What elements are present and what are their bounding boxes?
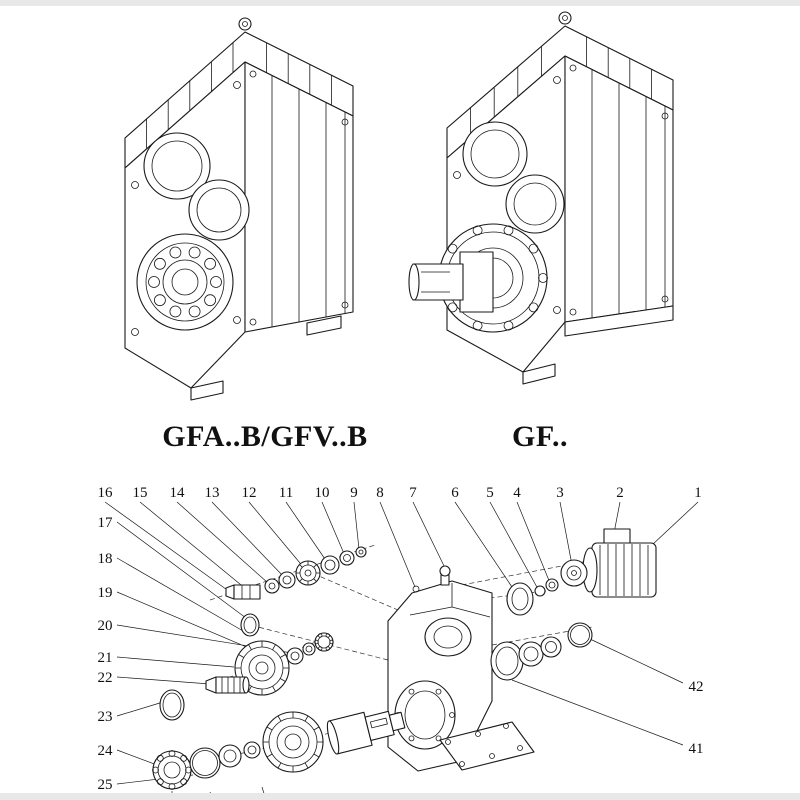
callout-number: 14 xyxy=(170,485,186,501)
lifting-eye xyxy=(238,17,252,31)
front-face-bolts xyxy=(453,76,561,314)
lifting-eye xyxy=(558,11,572,25)
callout-number: 25 xyxy=(98,777,113,793)
exploded-parts-view: 16 15 14 13 12 11 10 9 8 7 6 5 4 3 2 1 1… xyxy=(0,465,800,800)
gear-housing xyxy=(387,580,493,772)
callout-number: 12 xyxy=(242,485,257,501)
output-shaft xyxy=(408,251,494,313)
callout-number: 24 xyxy=(98,743,114,759)
callout-number: 42 xyxy=(689,679,704,695)
output-shaft xyxy=(326,710,406,755)
callout-number: 17 xyxy=(98,515,114,531)
model-label-gf: GF.. xyxy=(512,420,568,453)
input-shaft-parts xyxy=(225,546,367,600)
output-shaft-cluster xyxy=(152,710,406,790)
callout-number: 18 xyxy=(98,551,113,567)
exploded-view-lineart: 16 15 14 13 12 11 10 9 8 7 6 5 4 3 2 1 1… xyxy=(98,485,704,800)
callout-number: 3 xyxy=(556,485,564,501)
callout-number: 19 xyxy=(98,585,113,601)
callout-number: 13 xyxy=(205,485,220,501)
base-and-feet xyxy=(522,305,674,385)
callout-number: 22 xyxy=(98,670,113,686)
output-roller-bearing xyxy=(136,233,234,331)
vent-plug xyxy=(439,565,451,586)
page-edge-top xyxy=(0,0,800,6)
gearbox-gfab-lineart xyxy=(124,17,354,401)
callout-number: 6 xyxy=(451,485,459,501)
gearbox-drawing-gfab xyxy=(95,0,395,410)
callout-number: 15 xyxy=(133,485,148,501)
page-edge-bottom xyxy=(0,793,800,800)
callout-number: 1 xyxy=(694,485,702,501)
callout-number: 20 xyxy=(98,618,113,634)
callout-number: 8 xyxy=(376,485,384,501)
callout-number: 11 xyxy=(279,485,293,501)
intermediate-gear-cluster xyxy=(159,613,334,721)
cover-plate xyxy=(439,721,535,771)
part-callouts: 16 15 14 13 12 11 10 9 8 7 6 5 4 3 2 1 1… xyxy=(98,485,704,793)
callout-number: 4 xyxy=(513,485,521,501)
gear-inspection-bosses xyxy=(462,121,565,234)
model-label-gfab: GFA..B/GFV..B xyxy=(162,420,368,453)
callout-number: 7 xyxy=(409,485,417,501)
callout-number: 21 xyxy=(98,650,113,666)
callout-number: 16 xyxy=(98,485,114,501)
callout-number: 23 xyxy=(98,709,113,725)
gear-inspection-bosses xyxy=(143,132,250,241)
callout-number: 41 xyxy=(689,741,704,757)
callout-number: 9 xyxy=(350,485,358,501)
housing-side-face xyxy=(564,55,674,323)
callout-number: 2 xyxy=(616,485,624,501)
front-face-bolts xyxy=(131,81,241,336)
bearing-rings-and-seals xyxy=(490,622,593,681)
motor-adapter-parts xyxy=(506,578,559,616)
callout-number: 10 xyxy=(315,485,330,501)
motor xyxy=(560,528,657,598)
callout-number: 5 xyxy=(486,485,494,501)
gearbox-drawing-gf xyxy=(405,0,705,410)
housing-side-face xyxy=(244,61,354,333)
gearbox-gf-lineart xyxy=(408,11,674,385)
mounting-feet xyxy=(190,315,342,401)
